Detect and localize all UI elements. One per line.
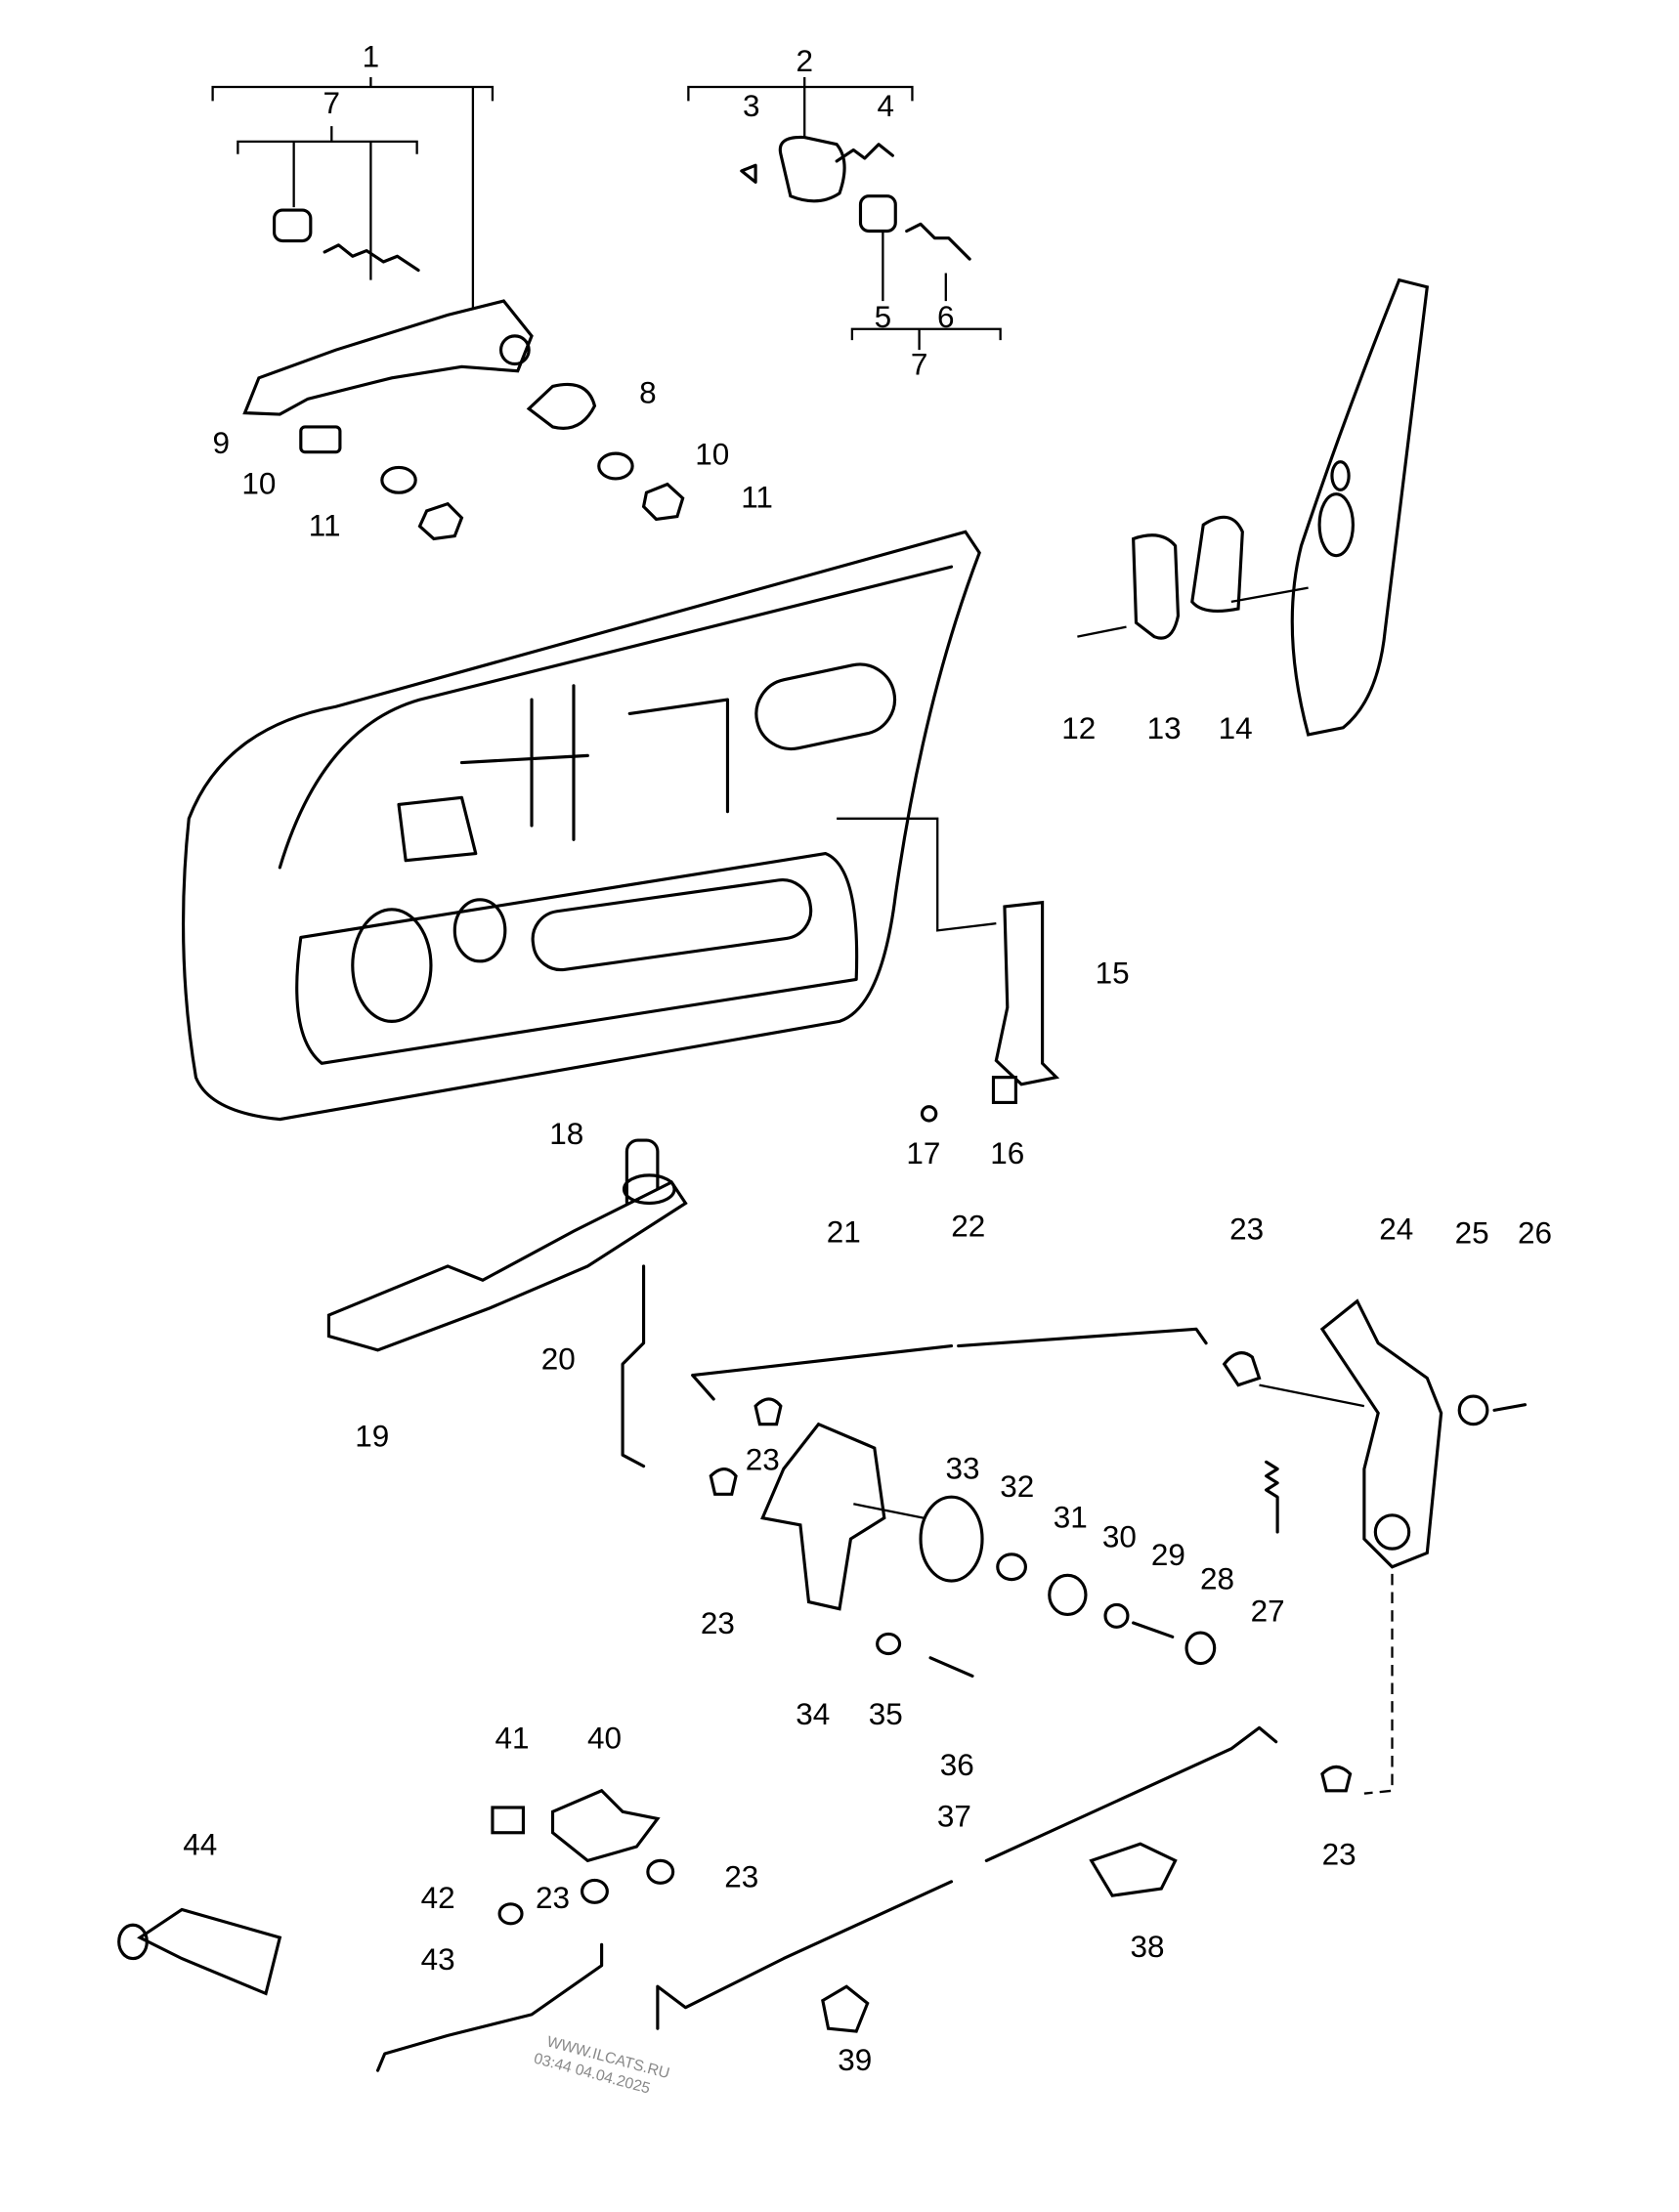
callout-number: 12 — [1061, 710, 1096, 745]
callout-number: 5 — [875, 299, 892, 334]
screw-36 — [928, 1656, 974, 1678]
callout-number: 20 — [541, 1341, 576, 1377]
callout-number: 9 — [212, 425, 230, 460]
callout-number: 27 — [1251, 1593, 1285, 1628]
callout-number: 29 — [1151, 1537, 1185, 1572]
gasket-8 — [526, 382, 597, 430]
key-2 — [740, 135, 971, 261]
callout-number: 41 — [495, 1721, 529, 1756]
callout-number: 13 — [1147, 710, 1182, 745]
rods — [375, 1327, 1278, 2072]
washer-35 — [876, 1632, 902, 1656]
striker-plate-13 — [1132, 533, 1181, 640]
callout-number: 8 — [639, 374, 657, 409]
spacer-9 — [299, 425, 342, 454]
callout-number: 10 — [241, 465, 276, 500]
screw-29 — [1132, 1621, 1175, 1638]
callout-number: 17 — [906, 1135, 940, 1170]
remote-lock-34 — [709, 1397, 1217, 1678]
callout-number: 15 — [1096, 955, 1130, 990]
screw-42 — [497, 1902, 524, 1926]
callout-number: 6 — [937, 299, 955, 334]
callout-number: 31 — [1054, 1499, 1088, 1534]
callout-number: 11 — [309, 507, 341, 542]
door-pillar — [1077, 277, 1430, 737]
clip-41 — [491, 1806, 526, 1835]
callout-number: 43 — [421, 1941, 455, 1977]
callout-number: 39 — [838, 2042, 872, 2077]
grease-tube-44 — [137, 1907, 282, 1996]
callout-number: 11 — [741, 480, 773, 515]
watermark: WWW.ILCATS.RU 03:44 04.04.2025 — [532, 2033, 671, 2097]
callout-number: 30 — [1102, 1518, 1137, 1553]
shim-14 — [1190, 515, 1244, 613]
callout-number: 24 — [1379, 1211, 1413, 1246]
door-lock-24 — [1222, 1298, 1528, 1795]
window-crank-19 — [326, 1138, 688, 1468]
callout-number: 1 — [363, 39, 380, 74]
washer-32 — [996, 1553, 1027, 1582]
callout-number: 28 — [1200, 1560, 1234, 1595]
knob-33 — [919, 1495, 984, 1583]
washer-10b — [597, 451, 634, 481]
callout-number: 7 — [911, 347, 928, 382]
rod-20 — [621, 1264, 646, 1468]
callout-number: 35 — [869, 1696, 903, 1731]
callout-number: 4 — [877, 88, 894, 123]
callout-number: 19 — [355, 1418, 389, 1453]
callout-number: 38 — [1130, 1929, 1164, 1964]
clip-38 — [1089, 1842, 1178, 1897]
callout-number: 23 — [724, 1858, 758, 1893]
callout-number: 26 — [1518, 1215, 1552, 1251]
bracket-40 — [491, 1765, 1353, 1926]
callout-number: 2 — [796, 43, 813, 78]
callout-number: 37 — [937, 1799, 971, 1834]
washer-10a — [380, 465, 417, 494]
callout-number: 34 — [796, 1696, 830, 1731]
callout-number: 18 — [549, 1116, 583, 1151]
callout-number: 44 — [183, 1826, 217, 1861]
bracket-15 — [837, 817, 1060, 1123]
callout-number: 23 — [746, 1442, 780, 1477]
callout-number: 23 — [701, 1605, 735, 1640]
callout-number: 42 — [421, 1880, 455, 1915]
nut-11a — [417, 501, 464, 541]
callout-number: 40 — [587, 1721, 622, 1756]
callout-number: 32 — [1000, 1468, 1034, 1504]
callout-number: 33 — [945, 1450, 979, 1485]
callout-number: 14 — [1219, 710, 1253, 745]
callout-number: 36 — [940, 1747, 974, 1782]
nut-11b — [641, 482, 685, 522]
door-inner-panel — [181, 530, 981, 1122]
misc-parts — [117, 1842, 1178, 2033]
washer-30 — [1103, 1602, 1130, 1629]
callout-number: 16 — [990, 1135, 1024, 1170]
callout-number: 22 — [951, 1209, 985, 1244]
callout-number: 7 — [323, 85, 341, 120]
callout-number: 25 — [1455, 1215, 1489, 1251]
bracket-group-1 — [211, 77, 1002, 351]
callout-number: 23 — [1229, 1211, 1264, 1246]
nut-31 — [1048, 1573, 1088, 1616]
cap-28 — [1184, 1631, 1217, 1666]
clip-39 — [821, 1984, 870, 2033]
callout-number: 23 — [1322, 1836, 1356, 1871]
callout-number: 21 — [827, 1213, 861, 1249]
callout-number: 3 — [743, 88, 760, 123]
callout-number: 23 — [536, 1880, 570, 1915]
callout-number: 10 — [695, 436, 729, 471]
outer-door-handle — [242, 208, 685, 541]
lock-cylinder-7 — [273, 208, 313, 243]
